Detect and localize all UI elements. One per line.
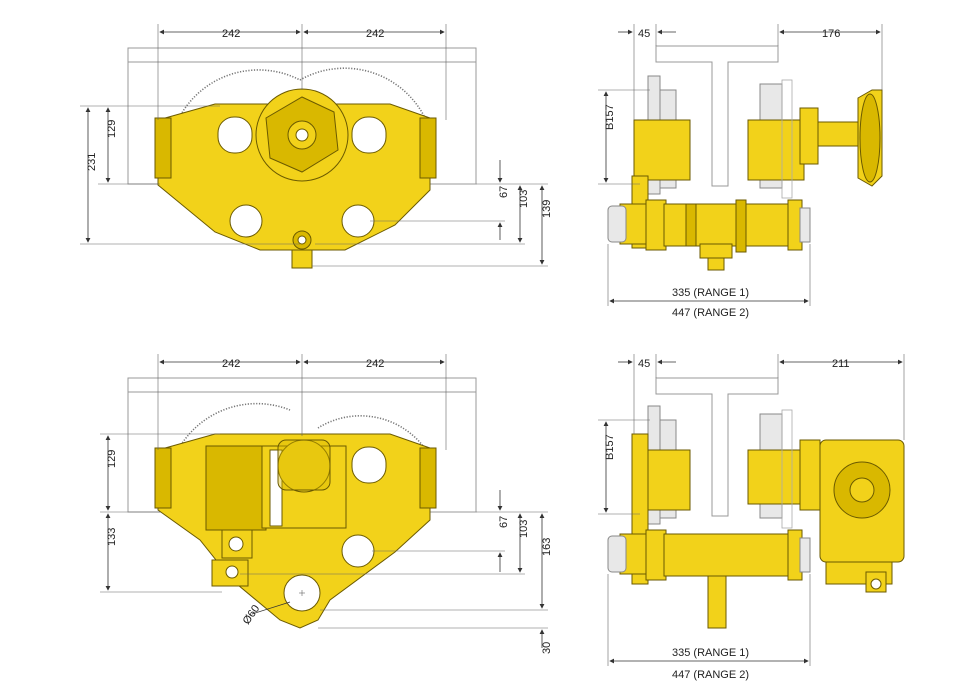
dim-tl-231: 231 — [86, 153, 98, 171]
view-top-left: 242 242 129 231 67 103 139 — [80, 24, 553, 269]
dim-bl-133: 133 — [106, 528, 118, 546]
view-top-right: 45 176 B157 335 (RANGE 1) 447 (RANGE 2) — [598, 24, 883, 319]
dim-br-211: 211 — [832, 358, 850, 370]
dim-bl-67: 67 — [498, 516, 510, 528]
dim-bl-d60: Ø60 — [241, 603, 263, 627]
dim-bl-242-left: 242 — [222, 358, 240, 370]
right-wheel-block — [747, 449, 805, 505]
dim-tl-242-left: 242 — [222, 28, 240, 40]
dim-bl-103: 103 — [518, 520, 530, 538]
i-beam — [655, 45, 779, 187]
lower-hole-right — [341, 534, 375, 568]
dim-tl-103: 103 — [518, 190, 530, 208]
dim-tr-b157: B157 — [604, 104, 616, 130]
dim-bl-129: 129 — [106, 450, 118, 468]
dim-tr-45: 45 — [638, 28, 650, 40]
lower-hole-right — [341, 204, 375, 238]
view-bottom-left: 242 242 129 133 Ø60 67 103 163 30 — [100, 354, 553, 654]
i-beam — [655, 377, 779, 517]
dim-br-b157: B157 — [604, 434, 616, 460]
dim-br-range2: 447 (RANGE 2) — [672, 669, 749, 681]
shaft — [817, 121, 863, 147]
cross-shaft — [663, 533, 791, 577]
dim-bl-242-right: 242 — [366, 358, 384, 370]
dim-tr-176: 176 — [822, 28, 840, 40]
upper-hole-left — [217, 116, 253, 154]
lower-hole-left — [229, 204, 263, 238]
cross-shaft — [663, 203, 791, 247]
dim-bl-163: 163 — [541, 538, 553, 556]
dim-tl-129: 129 — [106, 120, 118, 138]
dim-br-45: 45 — [638, 358, 650, 370]
dim-br-range1: 335 (RANGE 1) — [672, 647, 749, 659]
dim-tr-range1: 335 (RANGE 1) — [672, 287, 749, 299]
hanger — [707, 575, 727, 629]
dim-tl-139: 139 — [541, 200, 553, 218]
dim-tl-67: 67 — [498, 186, 510, 198]
gear-left — [177, 69, 301, 121]
motor — [205, 445, 267, 531]
dim-tr-range2: 447 (RANGE 2) — [672, 307, 749, 319]
dim-tl-242-right: 242 — [366, 28, 384, 40]
right-wheel-block — [747, 119, 805, 181]
dim-bl-30: 30 — [541, 642, 553, 654]
left-wheel-block — [633, 119, 691, 181]
view-bottom-right: 45 211 B157 335 (RANGE 1) 447 (RANGE 2) — [598, 354, 905, 681]
upper-hole-right — [351, 446, 387, 484]
upper-hole-right — [351, 116, 387, 154]
bottom-lug — [291, 249, 313, 269]
